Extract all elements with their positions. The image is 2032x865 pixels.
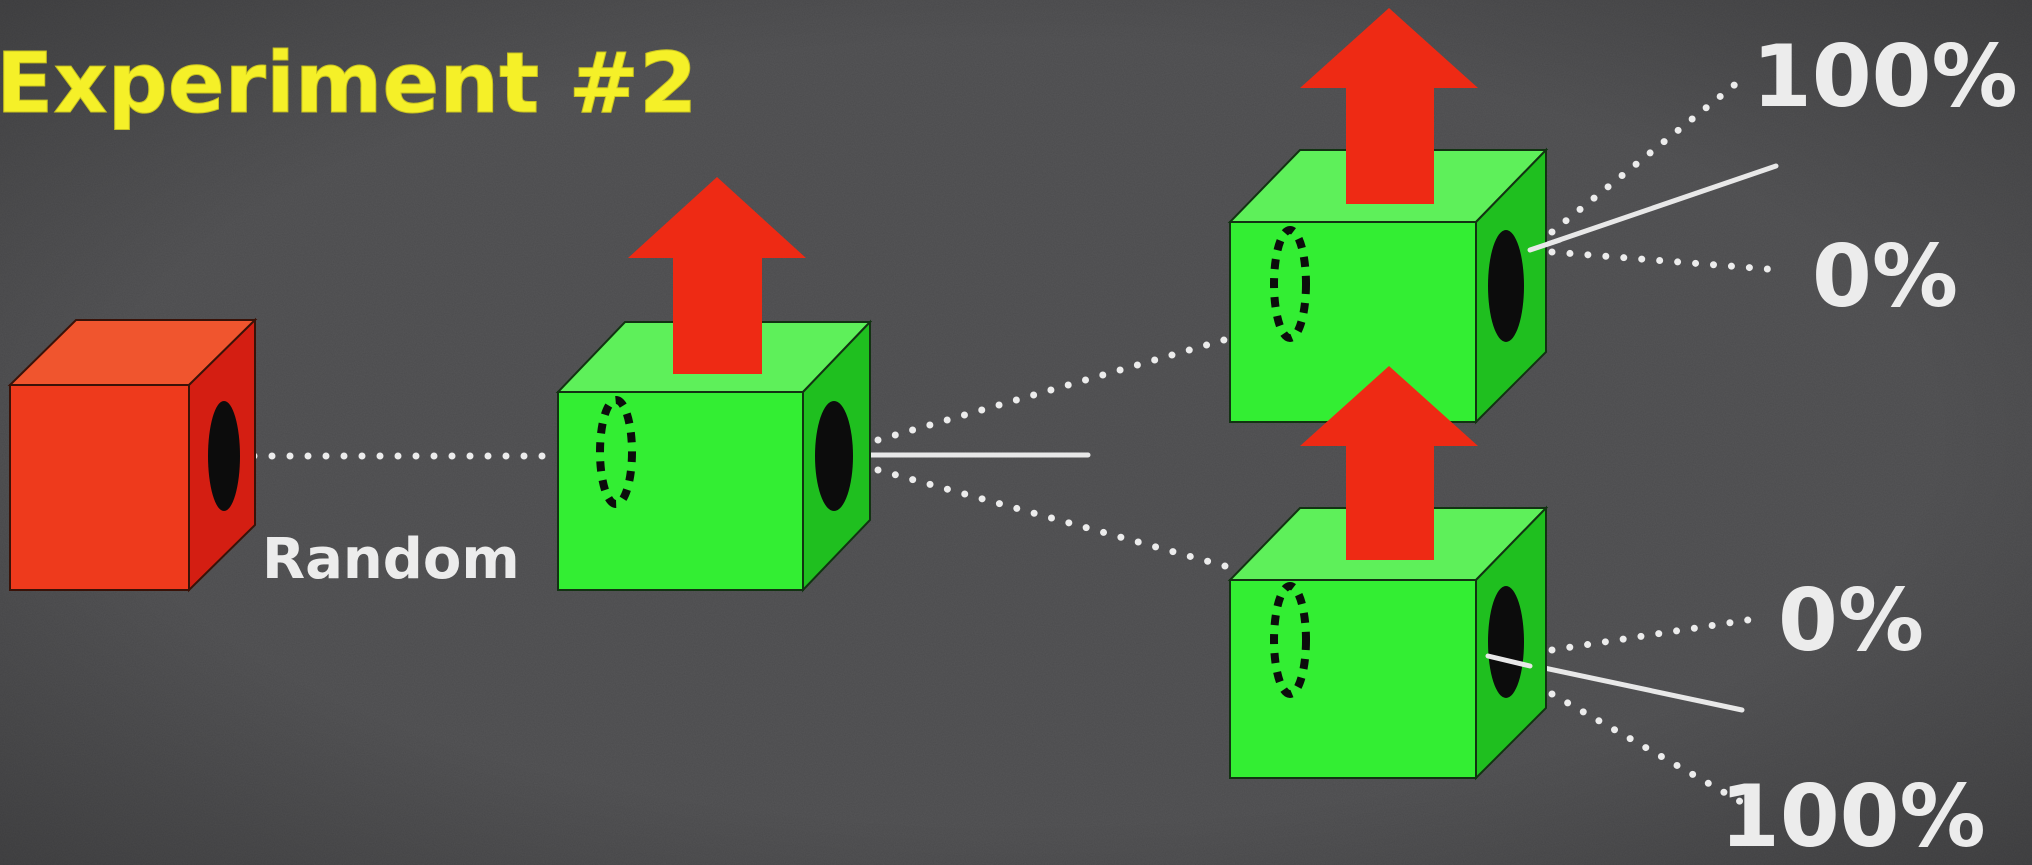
detector3-entry-ring bbox=[1270, 582, 1310, 698]
upper-output-0-path bbox=[1548, 248, 1784, 274]
up-arrow-icon bbox=[1300, 366, 1478, 560]
source-box-aperture bbox=[208, 401, 240, 511]
detector2-entry-ring bbox=[1270, 226, 1310, 342]
detector1-front bbox=[557, 391, 804, 591]
title: Experiment #2 bbox=[0, 34, 697, 132]
detector1-aperture bbox=[815, 401, 853, 511]
detector2-front bbox=[1229, 221, 1477, 423]
upper-output-solid-overlay bbox=[1527, 237, 1563, 253]
lower-output-solid-overlay bbox=[1485, 653, 1533, 669]
source-box-front bbox=[9, 384, 190, 591]
up-arrow-icon bbox=[1300, 8, 1478, 204]
upper-output-100-path bbox=[1548, 70, 1752, 236]
up-arrow-icon bbox=[628, 177, 806, 374]
upper-output-solid-line bbox=[1527, 163, 1779, 253]
upper-outcome-0: 0% bbox=[1812, 227, 1958, 327]
lower-outcome-100: 100% bbox=[1720, 767, 1986, 865]
path-to-lower-detector bbox=[874, 466, 1236, 572]
path-to-upper-detector bbox=[874, 336, 1228, 444]
detector3-front bbox=[1229, 579, 1477, 779]
detector2-arrow bbox=[1300, 8, 1478, 204]
detector3-arrow bbox=[1300, 366, 1478, 560]
detector3-aperture bbox=[1488, 586, 1524, 698]
detector-box-1 bbox=[555, 319, 873, 593]
lower-output-100-path bbox=[1548, 690, 1752, 810]
lower-output-0-path bbox=[1548, 616, 1752, 654]
detector1-entry-ring bbox=[596, 396, 636, 508]
upper-outcome-100: 100% bbox=[1752, 27, 2018, 127]
detector2-aperture bbox=[1488, 230, 1524, 342]
lower-outcome-0: 0% bbox=[1778, 571, 1924, 671]
random-label: Random bbox=[262, 527, 520, 592]
source-box bbox=[7, 317, 258, 593]
detector-box-2 bbox=[1227, 147, 1549, 425]
detector1-arrow bbox=[628, 177, 806, 374]
